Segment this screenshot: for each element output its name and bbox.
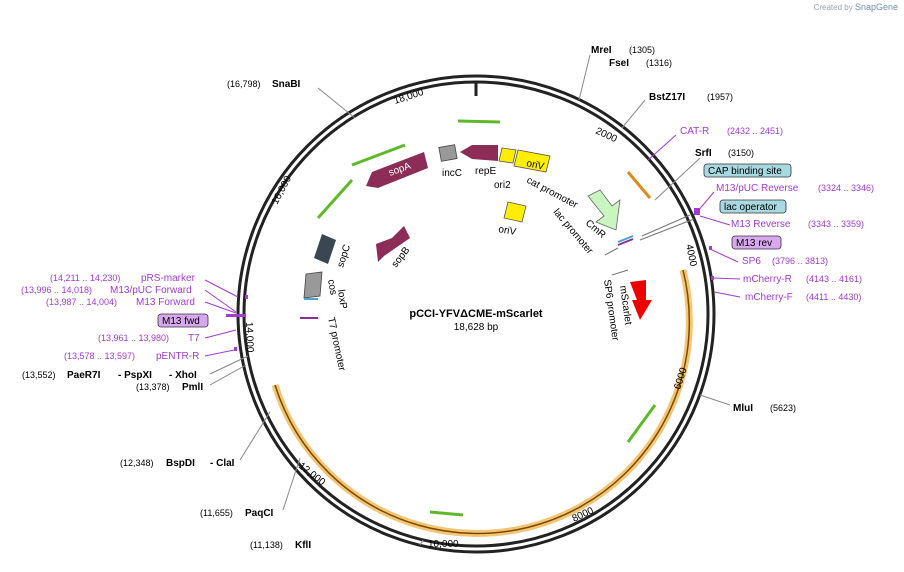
primer-mCherry-R-pos: (4143 .. 4161) xyxy=(806,274,862,284)
tick-10000: 10,000 xyxy=(428,539,459,550)
credit-prefix: Created by xyxy=(813,3,853,12)
m13-rev-label: M13 rev xyxy=(736,238,772,249)
CmR-arrow xyxy=(587,189,621,231)
tick-14000: 14,000 xyxy=(243,322,255,353)
primer-M13-Forward-pos: (13,987 .. 14,004) xyxy=(46,297,117,307)
oriV-top-label: oriV xyxy=(525,158,545,173)
lac-promoter-label: lac promoter xyxy=(551,207,596,257)
green-arrow-lower-right xyxy=(626,404,657,443)
green-arrow-left xyxy=(316,178,354,220)
primer-pENTR-R: pENTR-R xyxy=(156,351,199,362)
primer-CAT-R: CAT-R xyxy=(680,126,709,137)
tick-4000: 4000 xyxy=(683,243,698,267)
lac-operator-label: lac operator xyxy=(724,202,777,213)
tick-6000: 6000 xyxy=(672,366,689,391)
enzyme-PaqCI: PaqCI xyxy=(245,508,274,519)
cap-binding-site-box xyxy=(703,163,792,178)
enzyme-PmlI-pos: (13,378) xyxy=(136,382,170,392)
snapgene-logo-text: SnapGene xyxy=(854,2,898,12)
primer-M13pUC-Forward: M13/pUC Forward xyxy=(110,285,192,296)
enzyme-MreI: MreI xyxy=(591,45,612,56)
ori2-shape xyxy=(498,147,517,164)
cos-shape xyxy=(303,271,323,299)
enzyme-SnaBI-pos: (16,798) xyxy=(227,79,261,89)
enzyme-PmlI: PmlI xyxy=(182,382,203,393)
oriV-lower-label: oriV xyxy=(497,224,517,238)
sopA-arrow xyxy=(366,152,428,188)
primer-mCherry-R: mCherry-R xyxy=(743,274,792,285)
orange-arrow-right xyxy=(626,171,652,199)
primer-SP6-pos: (3796 .. 3813) xyxy=(772,256,828,266)
primer-pRS-marker: pRS-marker xyxy=(141,273,196,284)
enzyme-BstZ17I-pos: (1957) xyxy=(707,92,733,102)
enzyme-KflI-pos: (11,138) xyxy=(250,540,283,550)
primer-M13pUC-Reverse: M13/pUC Reverse xyxy=(716,183,799,194)
enzyme-BspDI-pos: (12,348) xyxy=(120,458,154,468)
primer-CAT-R-pos: (2432 .. 2451) xyxy=(727,126,783,136)
m13-fwd-label: M13 fwd xyxy=(162,316,200,327)
m13-rev-box xyxy=(731,235,782,250)
primer-M13pUC-Reverse-pos: (3324 .. 3346) xyxy=(818,183,874,193)
ori2-label: ori2 xyxy=(494,180,511,191)
repE-label: repE xyxy=(475,166,496,177)
oriV-lower-shape xyxy=(503,201,527,223)
enzyme-KflI: KflI xyxy=(295,540,311,551)
plasmid-length: 18,628 bp xyxy=(454,322,499,333)
enzyme-SrfI: SrfI xyxy=(695,148,712,159)
sopB-arrow xyxy=(376,226,410,262)
cos-label: cos xyxy=(325,279,339,296)
primer-SP6: SP6 xyxy=(742,256,761,267)
primer-M13-Forward: M13 Forward xyxy=(136,297,195,308)
primer-M13-Reverse-pos: (3343 .. 3359) xyxy=(808,219,864,229)
primer-T7-pos: (13,961 .. 13,980) xyxy=(98,333,169,343)
enzyme-XhoI: - XhoI xyxy=(169,370,197,381)
primer-T7: T7 xyxy=(188,333,200,344)
enzyme-PspXI: - PspXI xyxy=(118,370,152,381)
m13-fwd-box xyxy=(157,313,209,328)
enzyme-BstZ17I: BstZ17I xyxy=(649,92,685,103)
feature-arc-left xyxy=(271,383,419,529)
feature-arc-right-core xyxy=(417,269,691,535)
enzyme-PaeR7I: PaeR7I xyxy=(67,370,101,381)
enzyme-SrfI-pos: (3150) xyxy=(728,148,754,158)
mScarlet-arrow xyxy=(630,280,652,320)
primer-pRS-marker-pos: (14,211 .. 14,230) xyxy=(50,273,120,283)
enzyme-PaeR7I-pos: (13,552) xyxy=(22,370,56,380)
enzyme-BspDI: BspDI xyxy=(166,458,195,469)
loxP-label: loxP xyxy=(335,289,349,310)
primer-mCherry-F: mCherry-F xyxy=(745,292,793,303)
mScarlet-label: mScarlet xyxy=(617,285,633,326)
primer-pENTR-R-pos: (13,578 .. 13,597) xyxy=(64,351,135,361)
enzyme-ClaI: - ClaI xyxy=(210,458,235,469)
primer-M13-Reverse: M13 Reverse xyxy=(731,219,791,230)
enzyme-FseI-pos: (1316) xyxy=(646,58,672,68)
sopC-shape xyxy=(314,234,336,264)
oriV-top-shape xyxy=(513,149,551,173)
snapgene-credit: Created by SnapGene xyxy=(814,2,898,12)
green-arrow-upper-left xyxy=(351,143,406,167)
plasmid-name: pCCI-YFVΔCME-mScarlet xyxy=(409,308,543,320)
feature-arc-left-core xyxy=(274,384,419,526)
lac-operator-box xyxy=(719,199,787,214)
enzyme-MreI-pos: (1305) xyxy=(629,45,655,55)
enzyme-FseI: FseI xyxy=(609,58,629,69)
repE-arrow xyxy=(460,145,498,161)
green-arrow-top xyxy=(457,119,501,124)
primer-mCherry-F-pos: (4411 .. 4430) xyxy=(806,292,861,302)
primer-M13pUC-Forward-pos: (13,996 .. 14,018) xyxy=(21,285,92,295)
incC-label: incC xyxy=(442,168,462,179)
green-arrow-bottom xyxy=(429,510,464,517)
enzyme-MluI-pos: (5623) xyxy=(770,403,796,413)
cap-binding-site-label: CAP binding site xyxy=(708,166,782,177)
T7-promoter-label: T7 promoter xyxy=(325,316,347,372)
sopC-label: sopC xyxy=(335,243,353,269)
enzyme-SnaBI: SnaBI xyxy=(272,79,301,90)
enzyme-MluI: MluI xyxy=(733,403,753,414)
enzyme-PaqCI-pos: (11,655) xyxy=(200,508,233,518)
incC-shape xyxy=(438,144,458,162)
cat-promoter-label: cat promoter xyxy=(525,175,580,211)
